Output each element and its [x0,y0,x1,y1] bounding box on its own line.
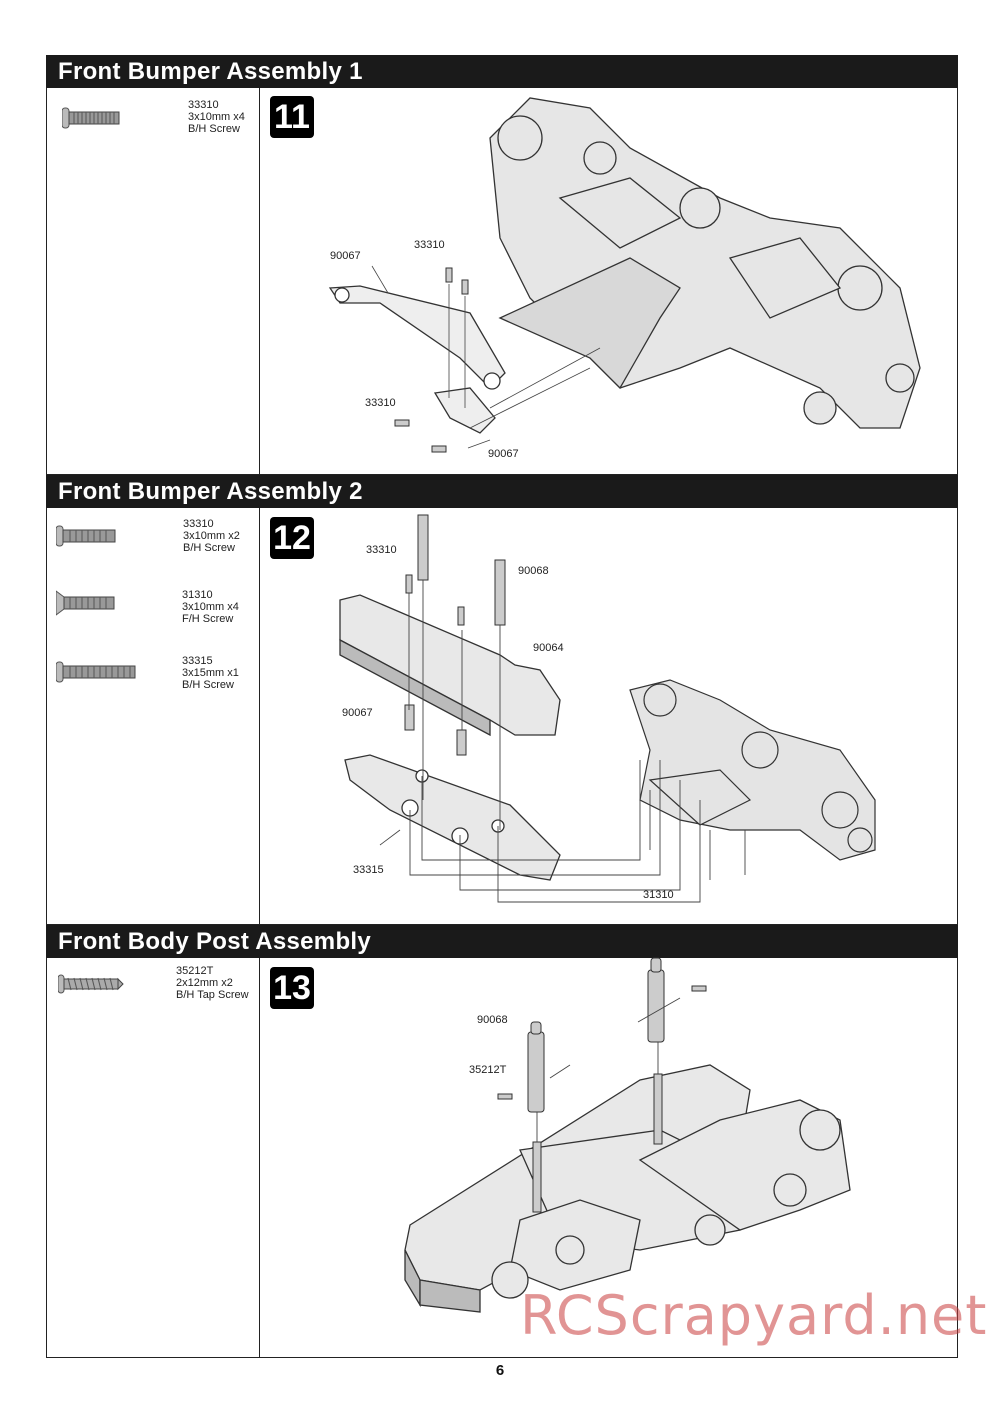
part-code: 35212T [176,965,214,977]
part-code: 33310 [183,518,214,530]
section-front-body-post: Front Body Post Assembly [46,925,958,1358]
part-size: 3x10mm x2 [183,530,240,542]
section-title: Front Body Post Assembly [46,925,958,958]
tap-screw-icon [58,974,124,994]
section-front-bumper-1: Front Bumper Assembly 1 [46,55,958,475]
section-title: Front Bumper Assembly 2 [46,475,958,508]
callout-label: 90067 [488,448,519,460]
chassis-assembly-illustration [328,97,921,453]
part-size: 3x15mm x1 [182,667,239,679]
callout-label: 90064 [533,642,564,654]
callout-label: 33310 [365,397,396,409]
part-type: B/H Screw [188,123,240,135]
part-type: F/H Screw [182,613,234,625]
callout-label: 35212T [469,1064,507,1076]
callout-label: 90068 [477,1014,508,1026]
part-type: B/H Tap Screw [176,989,249,1001]
part-size: 3x10mm x4 [188,111,245,123]
part-size: 2x12mm x2 [176,977,233,989]
part-type: B/H Screw [182,679,234,691]
button-head-screw-icon [56,525,116,547]
watermark: RCScrapyard.net [520,1284,988,1347]
callout-label: 90068 [518,565,549,577]
part-code: 33310 [188,99,219,111]
flat-head-screw-icon [56,590,115,616]
step-number-badge: 12 [270,517,314,559]
part-code: 33315 [182,655,213,667]
callout-label: 33310 [366,544,397,556]
callout-label: 90067 [330,250,361,262]
button-head-screw-icon [56,661,136,683]
part-size: 3x10mm x4 [182,601,239,613]
section-title: Front Bumper Assembly 1 [46,55,958,88]
part-code: 31310 [182,589,213,601]
callout-label: 90067 [342,707,373,719]
button-head-screw-icon [62,107,120,129]
bumper-assembly-illustration [339,514,876,903]
page-number: 6 [495,1362,505,1379]
section-front-bumper-2: Front Bumper Assembly 2 [46,475,958,925]
step-number-badge: 11 [270,96,314,138]
callout-label: 33315 [353,864,384,876]
callout-label: 31310 [643,889,674,901]
callout-label: 33310 [414,239,445,251]
part-type: B/H Screw [183,542,235,554]
step-number-badge: 13 [270,967,314,1009]
body-post-illustration [404,957,851,1313]
